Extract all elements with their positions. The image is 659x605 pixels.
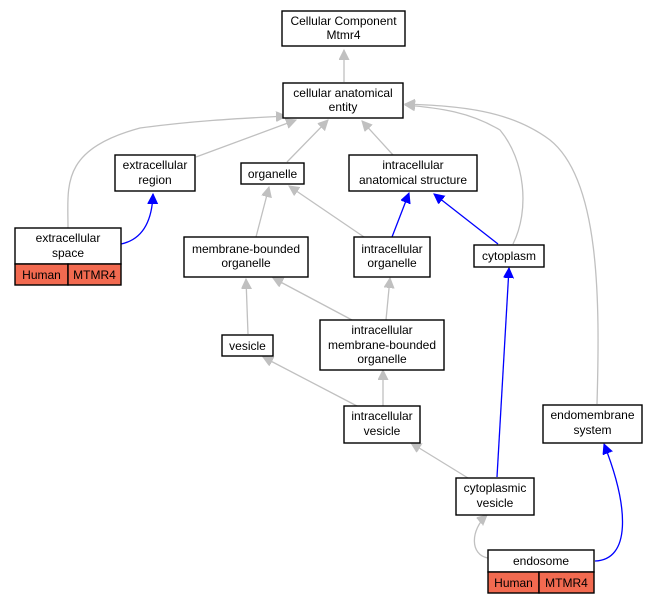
node-cv-line1: cytoplasmic: [464, 481, 527, 495]
node-exreg-line1: extracellular: [123, 158, 188, 172]
edge-cytoplasm-to-ias: [434, 194, 499, 245]
edge-cytoplasm-to-cae: [405, 105, 524, 245]
edge-endosome-to-cv: [473, 515, 489, 559]
edge-endosys-to-cae: [405, 104, 599, 405]
edge-imbo-to-mbo: [273, 277, 353, 321]
annotation-exspace-species-label: Human: [22, 268, 61, 282]
node-cytoplasmic-vesicle[interactable]: cytoplasmic vesicle: [455, 477, 535, 516]
edge-organelle-to-cae: [286, 120, 328, 163]
node-exspace-line1: extracellular: [36, 231, 101, 245]
node-intracellular-anatomical-structure[interactable]: intracellular anatomical structure: [348, 154, 478, 192]
annotation-endosome-gene-label: MTMR4: [545, 576, 588, 590]
edge-imbo-to-io: [386, 278, 390, 321]
annotation-endosome-species-label: Human: [494, 576, 533, 590]
node-organelle[interactable]: organelle: [240, 162, 305, 185]
node-vesicle-label: vesicle: [229, 339, 266, 353]
edge-ias-to-cae: [362, 121, 394, 156]
annotation-exspace-gene-label: MTMR4: [73, 268, 116, 282]
node-imbo-line2: membrane-bounded: [328, 338, 436, 352]
node-iv-line1: intracellular: [351, 409, 412, 423]
node-cellular-component-line1: Cellular Component: [290, 14, 397, 28]
node-cytoplasm[interactable]: cytoplasm: [473, 244, 545, 268]
node-membrane-bounded-organelle[interactable]: membrane-bounded organelle: [183, 236, 309, 278]
node-cae-line1: cellular anatomical: [293, 86, 392, 100]
edge-exreg-to-cae: [195, 120, 296, 158]
node-extracellular-space[interactable]: extracellular space Human MTMR4: [14, 227, 122, 286]
node-organelle-label: organelle: [248, 167, 298, 181]
node-cae-line2: entity: [329, 100, 358, 114]
edges: [67, 50, 624, 562]
node-ias-line1: intracellular: [382, 158, 443, 172]
edge-io-to-organelle: [289, 186, 365, 238]
node-intracellular-vesicle[interactable]: intracellular vesicle: [343, 405, 421, 444]
node-cytoplasm-label: cytoplasm: [482, 249, 536, 263]
node-iv-line2: vesicle: [364, 424, 401, 438]
node-cellular-component-line2: Mtmr4: [327, 28, 361, 42]
node-endosys-line1: endomembrane: [550, 408, 634, 422]
node-exreg-line2: region: [138, 173, 171, 187]
edge-exspace-to-cae: [67, 116, 286, 229]
edge-io-to-ias: [391, 193, 409, 238]
annotation-endosome-gene: [538, 571, 595, 594]
edge-vesicle-to-mbo: [246, 279, 248, 335]
edge-cv-to-iv: [411, 443, 469, 479]
node-imbo-line3: organelle: [357, 352, 407, 366]
node-io-line2: organelle: [367, 256, 417, 270]
node-endosome-label: endosome: [513, 554, 569, 568]
node-exspace-line2: space: [52, 246, 84, 260]
node-intracellular-membrane-bounded-organelle[interactable]: intracellular membrane-bounded organelle: [319, 319, 445, 371]
node-endomembrane-system[interactable]: endomembrane system: [542, 404, 643, 444]
edge-endosome-to-endosys: [594, 444, 624, 562]
edge-mbo-to-organelle: [255, 187, 269, 238]
node-extracellular-region[interactable]: extracellular region: [114, 154, 196, 192]
node-mbo-line1: membrane-bounded: [192, 242, 300, 256]
node-imbo-line1: intracellular: [351, 323, 412, 337]
node-cv-line2: vesicle: [477, 496, 514, 510]
edge-cv-to-cytoplasm: [496, 268, 509, 478]
node-cellular-component[interactable]: Cellular Component Mtmr4: [281, 10, 406, 47]
edge-exspace-to-exreg: [120, 194, 153, 245]
node-cellular-anatomical-entity[interactable]: cellular anatomical entity: [282, 82, 404, 119]
node-intracellular-organelle[interactable]: intracellular organelle: [353, 236, 431, 278]
annotation-exspace-gene: [67, 263, 122, 286]
node-endosys-line2: system: [573, 423, 611, 437]
node-mbo-line2: organelle: [221, 256, 271, 270]
node-ias-line2: anatomical structure: [359, 173, 467, 187]
edge-iv-to-vesicle: [263, 356, 358, 407]
node-endosome[interactable]: endosome Human MTMR4: [487, 549, 595, 594]
node-vesicle[interactable]: vesicle: [221, 334, 274, 357]
node-io-line1: intracellular: [361, 242, 422, 256]
